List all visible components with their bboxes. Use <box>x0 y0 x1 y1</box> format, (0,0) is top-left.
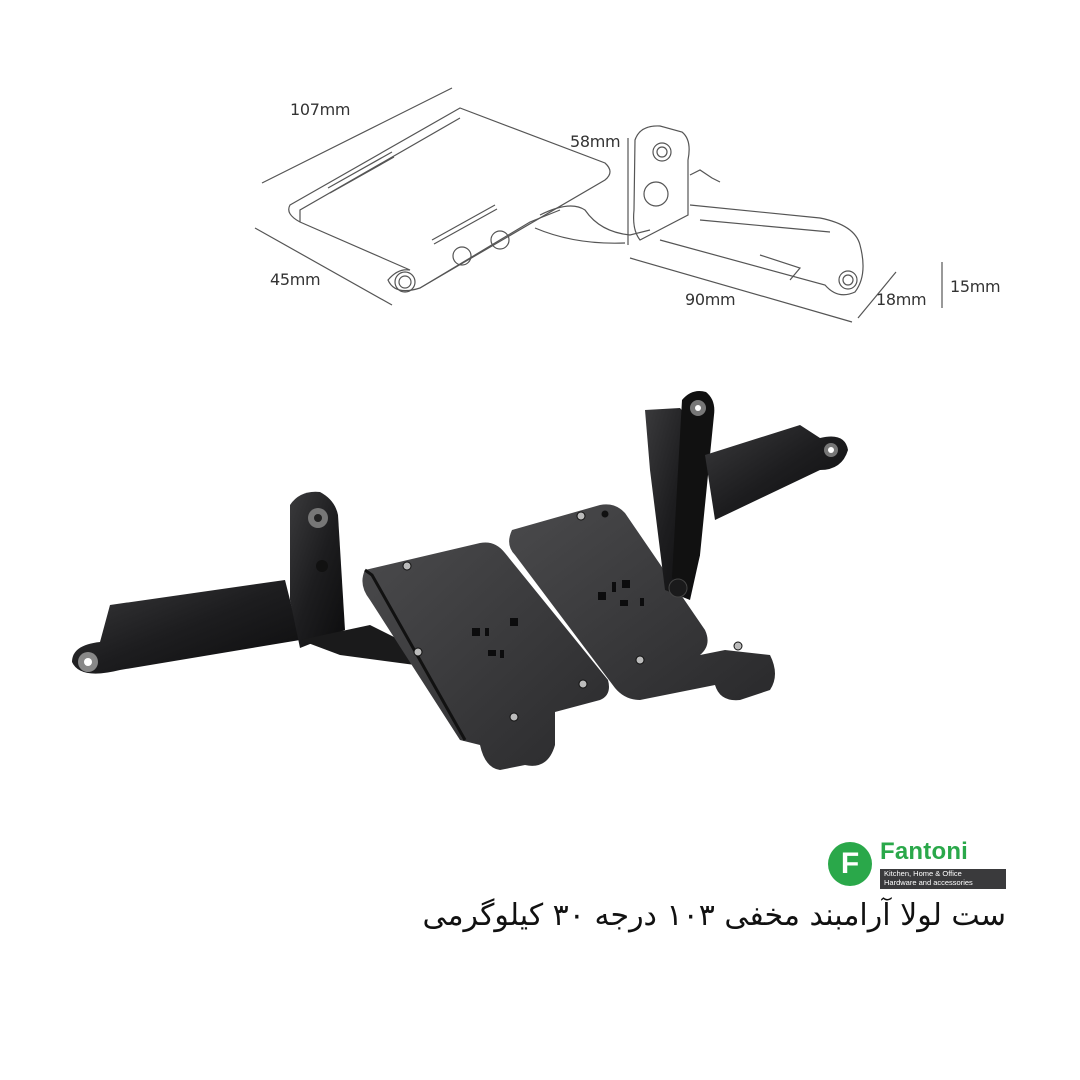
technical-drawing <box>254 87 943 323</box>
brand-logo: F Fantoni Kitchen, Home & Office Hardwar… <box>828 838 1008 892</box>
dimension-width-plate: 45mm <box>270 270 321 289</box>
brand-tagline-line2: Hardware and accessories <box>884 877 973 887</box>
brand-name: Fantoni <box>880 838 969 865</box>
brand-tagline-line1: Kitchen, Home & Office <box>884 869 962 878</box>
dimension-length-plate: 107mm <box>290 100 351 119</box>
logo-f-icon: F <box>828 842 872 886</box>
dimension-height-arm-base: 15mm <box>950 277 1001 296</box>
brand-tagline: Kitchen, Home & Office Hardware and acce… <box>880 869 1006 889</box>
product-title: ست لولا آرامبند مخفی ۱۰۳ درجه ۳۰ کیلوگرم… <box>422 898 1006 933</box>
dimension-width-arm: 18mm <box>876 290 927 309</box>
dimension-height-arm: 58mm <box>570 132 621 151</box>
product-photo <box>72 391 848 770</box>
dimension-length-arm: 90mm <box>685 290 736 309</box>
